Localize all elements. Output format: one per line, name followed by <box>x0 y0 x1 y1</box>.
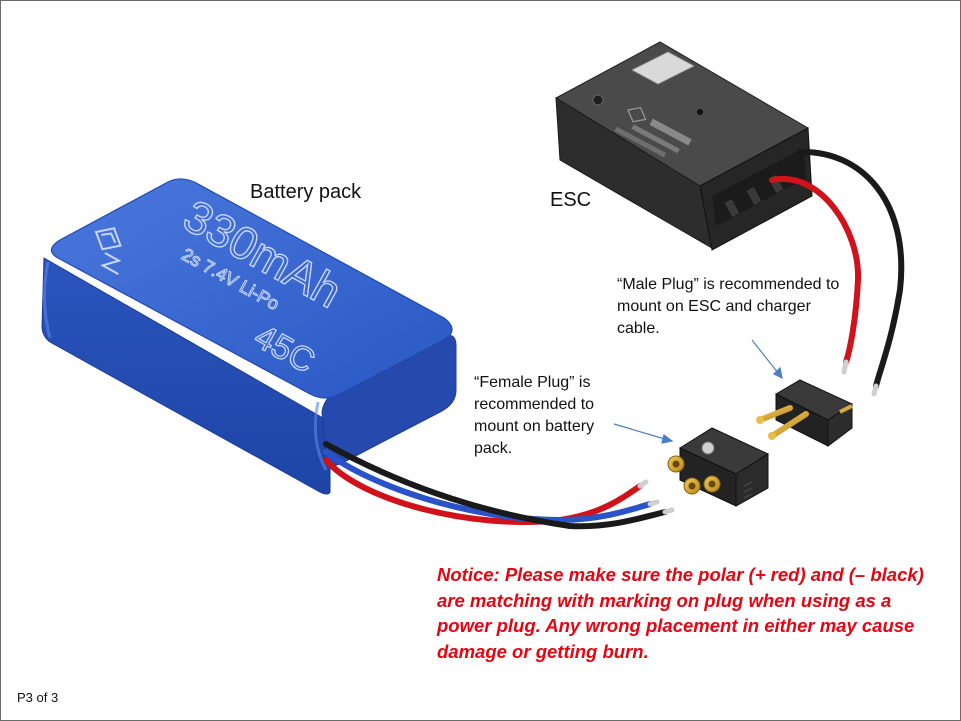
female-plug-arrow <box>613 423 669 441</box>
esc-label: ESC <box>550 189 592 211</box>
esc-red-wire <box>769 175 862 365</box>
safety-notice: Notice: Please make sure the polar (+ re… <box>437 564 924 662</box>
battery-logo-icon <box>94 227 122 276</box>
battery-black-wire <box>323 441 668 530</box>
esc-module <box>554 41 813 251</box>
esc-wires <box>769 148 905 397</box>
battery-top-face <box>50 178 453 399</box>
esc-black-wire <box>797 148 905 389</box>
battery-red-wire <box>323 457 643 525</box>
male-plug <box>756 379 854 447</box>
female-plug-note: “Female Plug” is recommended to mount on… <box>474 374 595 457</box>
battery-pack-label: Battery pack <box>250 181 362 203</box>
female-plug <box>667 427 770 507</box>
page-number: P3 of 3 <box>17 690 59 705</box>
male-plug-note: “Male Plug” is recommended to mount on E… <box>617 276 840 337</box>
battery-pack: 330mAh 2s 7.4V Li-Po 45C <box>41 178 457 495</box>
battery-side-face <box>41 257 331 495</box>
battery-wires <box>323 441 675 530</box>
callout-arrows <box>613 339 783 444</box>
